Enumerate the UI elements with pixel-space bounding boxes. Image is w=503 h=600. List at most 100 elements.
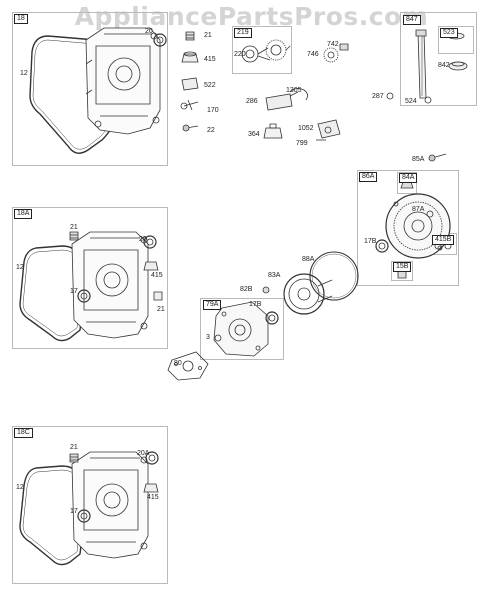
callout-21-top: 21 [204, 32, 212, 39]
callout-12-top: 12 [20, 70, 28, 77]
crankcase-block-bot [71, 451, 149, 559]
callout-85a: 85A [412, 156, 425, 163]
governor-arm-286 [265, 91, 299, 111]
callout-box-15b: 15B [393, 262, 412, 272]
callout-box-18a: 18A [14, 209, 33, 219]
pin-742 [339, 43, 349, 51]
callout-524: 524 [405, 98, 417, 105]
callout-box-18c: 18C [14, 428, 33, 438]
seal-17-mid [77, 289, 91, 303]
bushing-415-mid [143, 261, 159, 271]
callout-287: 287 [372, 93, 384, 100]
group-box-18c [12, 426, 168, 584]
bolt-170 [180, 99, 199, 111]
seal-17b-right [375, 239, 389, 253]
callout-415-bot: 415 [147, 494, 159, 501]
callout-12-mid: 12 [16, 264, 24, 271]
callout-742: 742 [327, 41, 339, 48]
seal-17b-cover [265, 311, 279, 325]
plug-82b [262, 286, 270, 294]
callout-20-top: 20 [145, 28, 153, 35]
callout-22: 22 [207, 127, 215, 134]
callout-box-84a: 84A [399, 173, 418, 183]
callout-box-79a: 79A [203, 300, 222, 310]
callout-20-mid: 20 [139, 236, 147, 243]
seal-17-bot [77, 509, 91, 523]
callout-box-523: 523 [440, 28, 458, 38]
callout-220: 220 [234, 51, 246, 58]
callout-799: 799 [296, 140, 308, 147]
callout-88a: 88A [302, 256, 315, 263]
callout-1305: 1305 [286, 87, 302, 94]
group-box-847 [400, 12, 477, 106]
group-box-86a [357, 170, 459, 286]
group-box-18 [12, 12, 168, 166]
governor-gear-assembly [241, 39, 291, 63]
screw-22 [182, 124, 199, 132]
callout-17b-right: 17B [364, 238, 377, 245]
callout-21-mid-a: 21 [70, 224, 78, 231]
callout-1052: 1052 [298, 125, 314, 132]
bolt-85a [428, 153, 447, 162]
callout-20a-bot: 20A [137, 450, 150, 457]
callout-21-bot: 21 [70, 444, 78, 451]
switch-1052 [317, 119, 341, 139]
callout-83a: 83A [268, 272, 281, 279]
oil-seal-20a [145, 451, 159, 465]
dowel-pin-21-top [185, 31, 195, 41]
dowel-pin-21-bot [69, 453, 79, 463]
callout-746: 746 [307, 51, 319, 58]
oring-524 [424, 96, 432, 104]
gasket-88a [309, 251, 359, 301]
group-box-15b [391, 261, 413, 281]
group-box-18a [12, 207, 168, 349]
callout-522: 522 [204, 82, 216, 89]
bushing-415-bot [143, 483, 159, 493]
group-box-79a [200, 298, 284, 360]
callout-3: 3 [206, 334, 210, 341]
group-box-523 [438, 26, 474, 54]
cover-79a [213, 301, 269, 357]
callout-box-415b: 415B [432, 235, 455, 245]
oring-3 [214, 334, 222, 342]
callout-12-bot: 12 [16, 484, 24, 491]
dowel-pin-21-mid [69, 231, 79, 241]
clip-522 [181, 77, 199, 91]
callout-87a: 87A [412, 206, 425, 213]
bushing-415-top [181, 51, 199, 63]
crankcase-block-mid [71, 231, 149, 339]
gear-746 [323, 47, 339, 63]
callout-364: 364 [248, 131, 260, 138]
crankcase-gasket-mid [19, 245, 85, 342]
callout-box-219: 219 [234, 28, 252, 38]
group-box-84a [397, 172, 417, 194]
oil-seal-top [153, 33, 167, 47]
callout-box-18: 18 [14, 14, 28, 24]
callout-80: 80 [174, 360, 182, 367]
dipstick-seal-842 [448, 61, 468, 71]
flywheel-83a [283, 273, 333, 315]
sensor-364 [263, 123, 283, 139]
dipstick-tube-847 [415, 29, 427, 99]
group-box-219 [232, 26, 292, 74]
oil-seal-mid [143, 235, 157, 249]
callout-842: 842 [438, 62, 450, 69]
callout-286: 286 [246, 98, 258, 105]
callout-17-bot: 17 [70, 508, 78, 515]
washer-87a [426, 210, 434, 218]
callout-17b-cover: 17B [249, 301, 262, 308]
gasket-80 [167, 351, 209, 381]
callout-17-mid: 17 [70, 288, 78, 295]
callout-box-847: 847 [403, 15, 421, 25]
cap-21-mid [153, 291, 163, 301]
washer-287 [386, 92, 394, 100]
callout-170: 170 [207, 107, 219, 114]
callout-415-top: 415 [204, 56, 216, 63]
callout-82b: 82B [240, 286, 253, 293]
callout-box-86a: 86A [359, 172, 378, 182]
callout-415-mid: 415 [151, 272, 163, 279]
crankcase-block-top [85, 27, 161, 135]
wire-1305 [289, 88, 308, 101]
